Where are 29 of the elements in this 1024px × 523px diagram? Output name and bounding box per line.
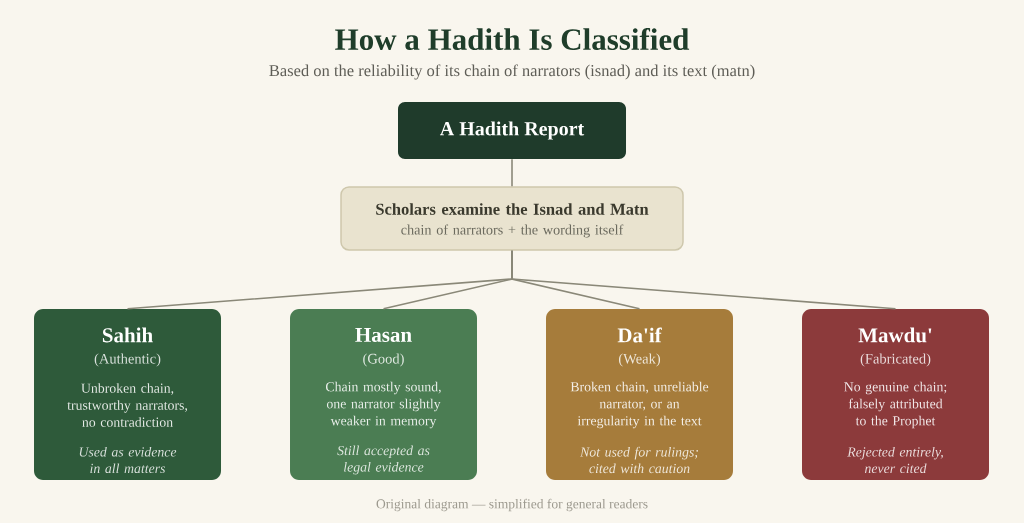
card-description: Unbroken chain, trustworthy narrators, no contradiction — [67, 383, 187, 427]
card-note: Still accepted as legal evidence — [337, 445, 430, 475]
subtitle: Based on the reliability of its chain of narrators (isnad) and its text (matn) — [269, 64, 755, 80]
category-card — [290, 309, 477, 480]
connector-line — [511, 249, 897, 310]
category-card — [802, 309, 989, 480]
box-subheading: chain of narrators + the wording itself — [401, 224, 624, 238]
card-note: Not used for rulings; cited with caution — [580, 446, 698, 474]
root-box: A Hadith Report — [398, 102, 626, 159]
box-heading: Scholars examine the Isnad and Matn — [376, 203, 649, 215]
card-note: Rejected entirely, never cited — [847, 446, 943, 474]
card-description: No genuine chain; falsely attributed to the Prophet — [844, 381, 947, 429]
card-description: Chain mostly sound, one narrator slightly weaker in memory — [326, 381, 441, 429]
footer-note: Original diagram — simplified for general readers — [376, 498, 648, 512]
card-title: Mawdu' — [858, 327, 932, 343]
connector-line — [511, 158, 513, 188]
card-title: Hasan — [355, 328, 412, 342]
category-card — [34, 309, 221, 480]
category-card — [546, 309, 733, 480]
card-subtitle: (Weak) — [618, 353, 661, 367]
card-title: Sahih — [102, 327, 153, 343]
card-subtitle: (Good) — [363, 353, 404, 367]
card-subtitle: (Authentic) — [94, 353, 161, 367]
card-note: Used as evidence in all matters — [79, 446, 177, 474]
process-box — [340, 186, 684, 251]
title: How a Hadith Is Classified — [335, 27, 690, 51]
card-title: Da'if — [617, 327, 662, 343]
card-subtitle: (Fabricated) — [860, 353, 931, 367]
card-description: Broken chain, unreliable narrator, or an irregularity in the text — [570, 381, 709, 429]
